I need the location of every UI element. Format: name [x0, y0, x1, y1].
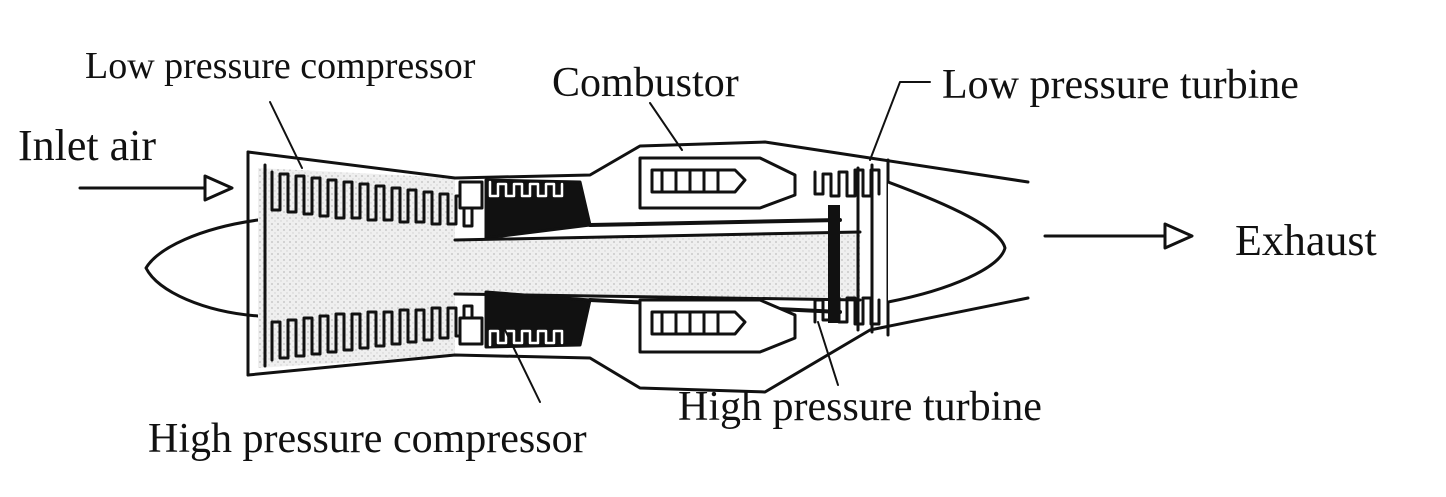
- lpc-blades-bottom: [270, 304, 474, 362]
- leader-hpt: [817, 321, 839, 386]
- casing-bottom: [246, 296, 1030, 394]
- exhaust-cone: [886, 180, 1007, 304]
- label-exhaust: Exhaust: [1235, 216, 1377, 265]
- leader-combustor: [649, 102, 683, 151]
- hpc-block-bottom: [484, 290, 592, 349]
- leader-hpc: [504, 329, 541, 403]
- leader-lpt: [869, 81, 931, 161]
- leader-lpc: [269, 101, 303, 169]
- label-low-pressure-compressor: Low pressure compressor: [85, 45, 476, 87]
- label-high-pressure-compressor: High pressure compressor: [148, 416, 587, 462]
- lpc-blades-top: [270, 170, 474, 228]
- label-low-pressure-turbine: Low pressure turbine: [942, 62, 1299, 108]
- label-inlet-air: Inlet air: [18, 121, 156, 170]
- label-high-pressure-turbine: High pressure turbine: [678, 384, 1042, 430]
- nose-cone: [144, 218, 260, 318]
- lpt-blades-top: [813, 168, 881, 198]
- label-combustor: Combustor: [552, 60, 739, 106]
